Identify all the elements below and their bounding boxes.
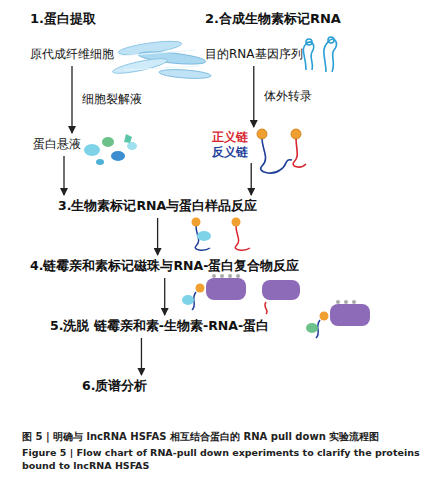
rna-strands xyxy=(257,129,306,173)
node-text: 原代成纤维细胞 xyxy=(30,46,114,63)
sense-strand xyxy=(235,226,250,250)
biotin-tag xyxy=(192,218,201,227)
sense-strand xyxy=(293,138,306,167)
section-heading: 2.合成生物素标记RNA xyxy=(205,10,341,28)
node-text: 正义链 xyxy=(212,130,302,145)
node-text: 5.洗脱 链霉亲和素-生物素-RNA-蛋白 xyxy=(50,318,269,335)
antisense-strand xyxy=(261,138,292,173)
section-heading: 1.蛋白提取 xyxy=(30,10,96,28)
fibroblast-cells xyxy=(112,39,212,80)
flow-arrow xyxy=(164,278,165,315)
biotin-tag xyxy=(320,312,329,321)
sample-label: 蛋白悬液 xyxy=(33,136,81,153)
strand-group: 正义链反义链 xyxy=(212,130,302,160)
rna-loop xyxy=(328,37,334,43)
biotin-tag xyxy=(257,129,267,139)
protein xyxy=(127,142,137,150)
biotin-tag xyxy=(232,218,241,227)
process-step: 5.洗脱 链霉亲和素-生物素-RNA-蛋白 xyxy=(50,318,269,335)
magnetic-bead xyxy=(262,280,300,300)
rna-protein-complex xyxy=(192,218,251,251)
magnetic-bead xyxy=(206,278,246,300)
streptavidin xyxy=(212,274,216,278)
streptavidin xyxy=(228,274,232,278)
source-label: 原代成纤维细胞 xyxy=(30,46,114,63)
figure-caption: 图 5 | 明确与 lncRNA HSFAS 相互结合蛋白的 RNA pull … xyxy=(22,430,422,444)
process-step: 4.链霉亲和素标记磁珠与RNA-蛋白复合物反应 xyxy=(30,258,299,275)
streptavidin xyxy=(236,274,240,278)
hairpin-rna xyxy=(303,37,336,72)
node-text: 2.合成生物素标记RNA xyxy=(205,10,341,28)
protein xyxy=(124,134,132,143)
node-text: 反义链 xyxy=(212,145,302,160)
edge-label: 细胞裂解液 xyxy=(82,92,142,107)
streptavidin xyxy=(336,300,340,304)
antisense-strand xyxy=(195,226,210,250)
cell-highlight xyxy=(118,50,200,70)
sense-strand xyxy=(265,302,267,314)
bead-complex xyxy=(182,274,300,314)
flow-arrow xyxy=(253,66,254,127)
process-step: 3.生物素标记RNA与蛋白样品反应 xyxy=(58,198,257,215)
eluted-complex xyxy=(306,300,370,338)
flow-arrow xyxy=(63,156,64,195)
source-label: 目的RNA基因序列 xyxy=(205,46,303,63)
biotin-tag xyxy=(291,129,301,139)
protein xyxy=(102,137,114,147)
streptavidin xyxy=(220,274,224,278)
biotin-tag xyxy=(196,284,205,293)
streptavidin xyxy=(344,300,348,304)
flow-arrow xyxy=(71,66,72,133)
node-text: 目的RNA基因序列 xyxy=(205,46,303,63)
caption-english: Figure 5 | Flow chart of RNA-pull down e… xyxy=(22,446,422,472)
protein xyxy=(111,151,125,161)
flow-arrow xyxy=(157,218,158,255)
bound-protein xyxy=(197,231,211,241)
node-text: 6.质谱分析 xyxy=(82,378,147,395)
flow-arrow xyxy=(141,338,142,375)
bound-protein xyxy=(306,323,318,333)
protein-blobs xyxy=(84,134,137,165)
node-text: 蛋白悬液 xyxy=(33,136,81,153)
protein xyxy=(96,159,104,165)
rna-hairpin xyxy=(324,39,337,72)
fibroblast-cell xyxy=(159,68,211,80)
bound-protein xyxy=(182,295,194,305)
edge-label: 体外转录 xyxy=(264,89,312,104)
flow-arrow xyxy=(251,163,252,195)
rna-hairpin xyxy=(303,42,313,70)
process-step: 6.质谱分析 xyxy=(82,378,147,395)
streptavidin xyxy=(352,300,356,304)
node-text: 1.蛋白提取 xyxy=(30,10,96,28)
node-text: 4.链霉亲和素标记磁珠与RNA-蛋白复合物反应 xyxy=(30,258,299,275)
node-text: 3.生物素标记RNA与蛋白样品反应 xyxy=(58,198,257,215)
magnetic-bead xyxy=(330,304,370,326)
rna-loop xyxy=(306,39,312,45)
protein xyxy=(84,144,100,156)
